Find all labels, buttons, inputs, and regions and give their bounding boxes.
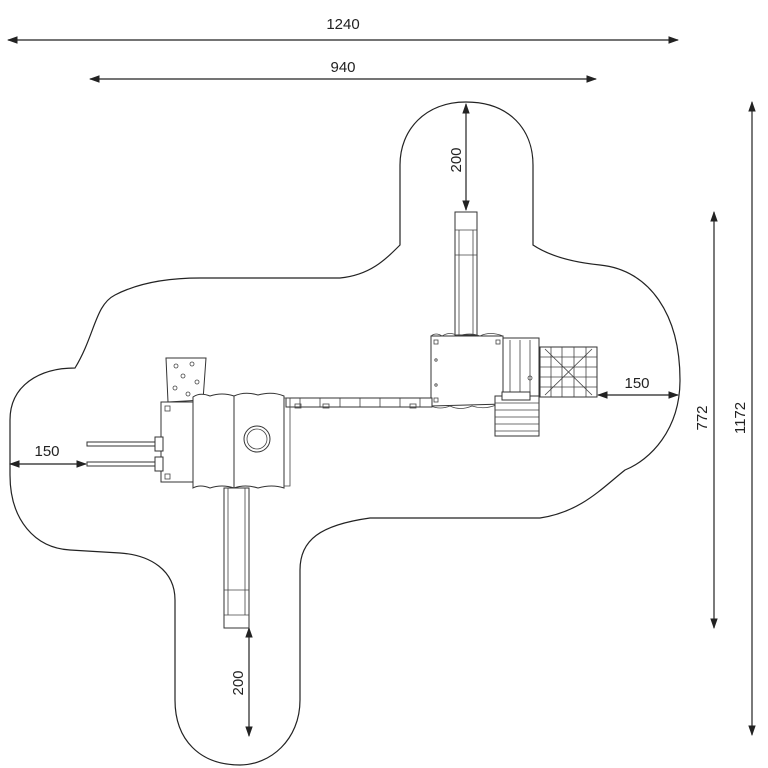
dim-label-bottom-200: 200 — [230, 670, 247, 695]
left-tower — [160, 392, 291, 489]
entry-handles — [86, 436, 164, 472]
bridge — [285, 397, 433, 409]
dim-label-right-150: 150 — [624, 375, 649, 392]
dim-label-772: 772 — [694, 405, 711, 430]
bottom-slide — [223, 487, 250, 629]
steps — [494, 391, 540, 437]
climbing-wall — [165, 357, 207, 403]
dim-label-top-200: 200 — [448, 147, 465, 172]
dim-label-left-150: 150 — [34, 443, 59, 460]
safety-zone-outline — [9, 101, 681, 766]
right-tower — [430, 333, 540, 409]
net-climber — [539, 346, 598, 398]
top-slide — [454, 211, 478, 336]
dim-label-940: 940 — [330, 59, 355, 76]
dim-label-1240: 1240 — [326, 16, 359, 33]
dim-label-1172: 1172 — [732, 402, 749, 434]
